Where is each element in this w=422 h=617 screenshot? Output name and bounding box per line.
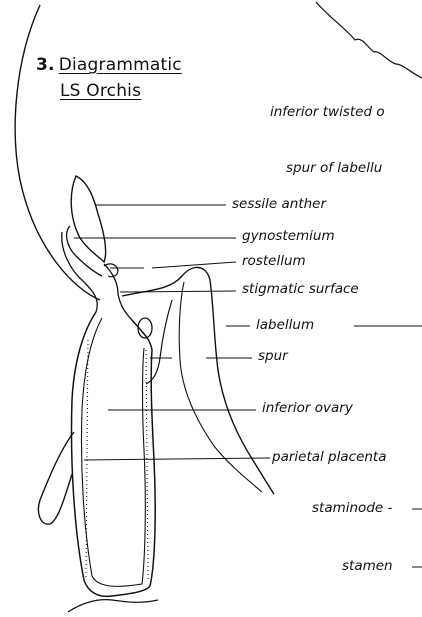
label-stamen: stamen xyxy=(342,558,393,574)
label-spur-of-labellum: spur of labellu xyxy=(286,160,382,176)
base-scribble xyxy=(68,600,158,612)
title-number: 3. xyxy=(36,55,55,75)
diagram-title-line2: LS Orchis xyxy=(60,81,141,101)
label-gynostemium: gynostemium xyxy=(242,228,335,244)
label-inferior-ovary: inferior ovary xyxy=(262,400,353,416)
wavy-arc-top-right xyxy=(316,2,422,78)
sessile-anther-shape xyxy=(71,176,105,262)
outline-circle-arc xyxy=(15,5,100,300)
leader-placenta xyxy=(84,458,270,460)
label-spur: spur xyxy=(258,348,288,364)
diagram-title-line1: 3.Diagrammatic xyxy=(36,55,182,75)
label-inferior-twisted: inferior twisted o xyxy=(270,104,385,120)
title-main: Diagrammatic xyxy=(59,55,182,75)
ovary-outer xyxy=(72,312,156,596)
label-stigmatic-surface: stigmatic surface xyxy=(242,281,359,297)
column-neck xyxy=(62,232,98,312)
label-labellum: labellum xyxy=(256,317,314,333)
ovary-inner xyxy=(81,318,145,586)
leader-stigmatic xyxy=(120,291,236,292)
label-staminode: staminode - xyxy=(312,500,392,516)
label-rostellum: rostellum xyxy=(242,253,306,269)
label-parietal-placenta: parietal placenta xyxy=(272,449,387,465)
title-sub: LS Orchis xyxy=(60,81,141,101)
label-sessile-anther: sessile anther xyxy=(232,196,326,212)
spur-shape xyxy=(38,432,74,524)
